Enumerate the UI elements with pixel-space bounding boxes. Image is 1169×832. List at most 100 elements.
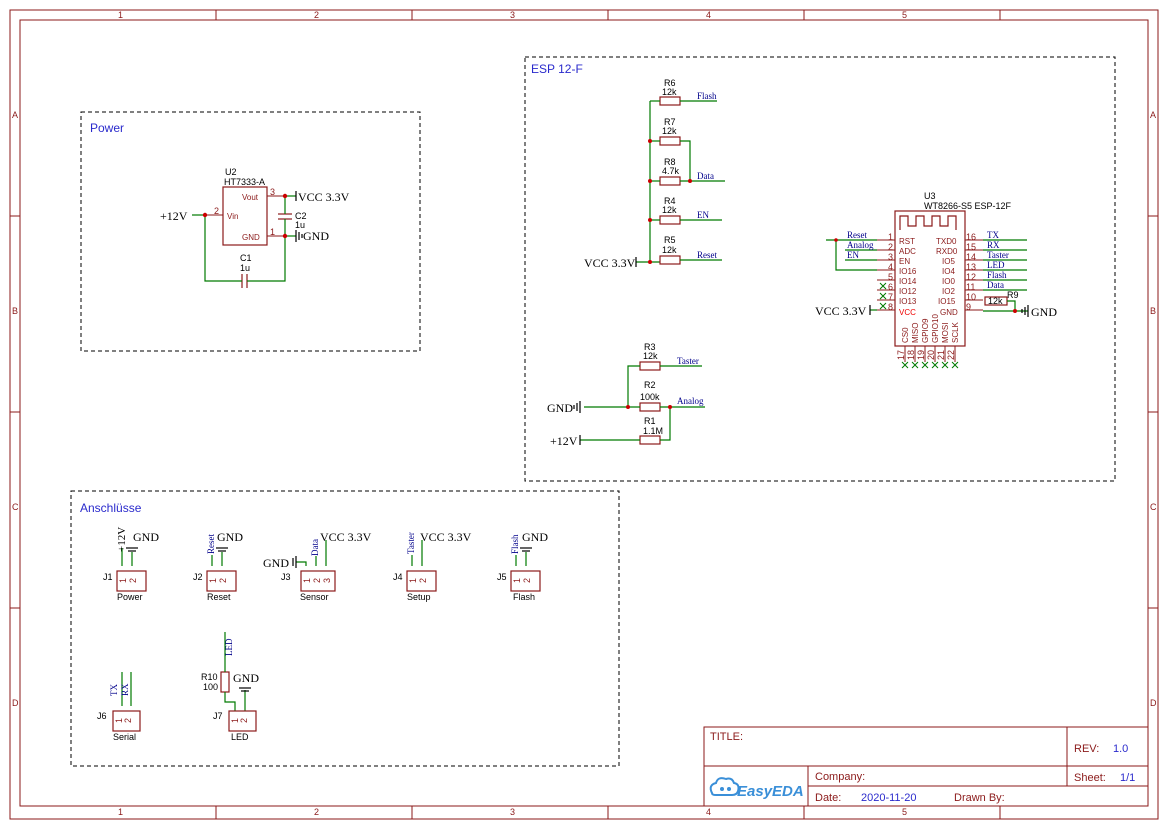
svg-text:15: 15 xyxy=(966,242,976,252)
regulator-u2[interactable]: U2 HT7333-A Vout Vin GND 3 2 1 xyxy=(205,167,285,246)
resistor-r5[interactable]: R5 12k xyxy=(659,235,681,265)
u3-right-pins: 16 15 14 13 12 11 10 9 TXD0 RXD0 IO5 IO4… xyxy=(936,232,983,317)
u2-pin-vout: Vout xyxy=(242,193,259,202)
svg-text:J5: J5 xyxy=(497,572,507,582)
svg-text:2: 2 xyxy=(239,718,249,723)
svg-text:R2: R2 xyxy=(644,380,656,390)
svg-text:CS0: CS0 xyxy=(901,327,910,343)
date-label: Date: xyxy=(815,792,841,804)
resistor-r8[interactable]: R8 4.7k xyxy=(659,157,681,186)
svg-text:2: 2 xyxy=(218,578,228,583)
svg-text:ADC: ADC xyxy=(899,247,916,256)
frame-row-label: B xyxy=(12,306,18,316)
svg-text:R10: R10 xyxy=(201,672,218,682)
svg-text:2: 2 xyxy=(888,242,893,252)
svg-text:12k: 12k xyxy=(662,87,677,97)
svg-text:J3: J3 xyxy=(281,572,291,582)
svg-text:12k: 12k xyxy=(643,351,658,361)
svg-text:Flash: Flash xyxy=(510,534,520,554)
svg-text:R8: R8 xyxy=(664,157,676,167)
frame-col-label: 3 xyxy=(510,807,515,817)
connector-j4[interactable]: Taster VCC 3.3V 1 2 J4 Setup xyxy=(393,530,472,602)
resistor-r6[interactable]: R6 12k xyxy=(659,78,681,106)
net-label: EN xyxy=(697,210,709,220)
svg-text:12k: 12k xyxy=(662,245,677,255)
svg-text:Flash: Flash xyxy=(513,592,535,602)
u2-pin-gnd: GND xyxy=(242,233,260,242)
connector-j7[interactable]: 1 2 J7 LED xyxy=(213,710,257,742)
frame-row-label: C xyxy=(1150,502,1157,512)
svg-text:12k: 12k xyxy=(662,205,677,215)
svg-text:9: 9 xyxy=(966,302,971,312)
svg-text:J1: J1 xyxy=(103,572,113,582)
frame-col-label: 3 xyxy=(510,10,515,20)
resistor-r7[interactable]: R7 12k xyxy=(659,117,681,146)
net-label: Reset xyxy=(697,250,717,260)
svg-text:IO15: IO15 xyxy=(938,297,956,306)
resistor-r9[interactable]: 12k R9 xyxy=(984,290,1019,306)
capacitor-c1[interactable]: C1 1u xyxy=(240,253,252,288)
gnd-symbol: GND xyxy=(1021,305,1057,319)
net-label: Data xyxy=(987,280,1004,290)
connectors-block-border xyxy=(70,490,620,767)
net-label: LED xyxy=(224,638,234,656)
svg-text:R9: R9 xyxy=(1007,290,1019,300)
svg-text:GND: GND xyxy=(217,530,243,544)
easyeda-logo: EasyEDA xyxy=(709,777,804,800)
capacitor-c2[interactable]: C2 1u xyxy=(278,211,307,230)
rev-label: REV: xyxy=(1074,743,1099,755)
svg-text:12k: 12k xyxy=(988,296,1003,306)
connector-j5[interactable]: Flash GND 1 2 J5 Flash xyxy=(497,530,548,602)
resistor-r3[interactable]: R3 12k xyxy=(639,342,661,371)
svg-text:Setup: Setup xyxy=(407,592,431,602)
svg-text:VCC 3.3V: VCC 3.3V xyxy=(298,190,350,204)
connector-j2[interactable]: Reset GND 1 2 J2 Reset xyxy=(193,530,243,602)
connector-j6[interactable]: TX RX 1 2 J6 Serial xyxy=(97,672,141,742)
resistor-r4[interactable]: R4 12k xyxy=(659,196,681,225)
svg-text:Reset: Reset xyxy=(206,534,216,554)
svg-text:GND: GND xyxy=(133,530,159,544)
svg-text:1: 1 xyxy=(408,578,418,583)
frame-col-label: 5 xyxy=(902,10,907,20)
gnd-symbol: GND xyxy=(547,401,581,415)
net-label: Analog xyxy=(847,240,874,250)
svg-text:1: 1 xyxy=(208,578,218,583)
svg-text:R1: R1 xyxy=(644,416,656,426)
svg-text:VCC 3.3V: VCC 3.3V xyxy=(420,530,472,544)
svg-text:J2: J2 xyxy=(193,572,203,582)
company-label: Company: xyxy=(815,771,865,783)
resistor-r2[interactable]: R2 100k xyxy=(639,380,661,412)
resistor-r1[interactable]: R1 1.1M xyxy=(639,416,663,445)
title-block: TITLE: REV: 1.0 Company: Sheet: 1/1 Date… xyxy=(703,726,1149,807)
svg-text:11: 11 xyxy=(966,282,975,292)
c1-ref: C1 xyxy=(240,253,252,263)
frame-row-label: C xyxy=(12,502,19,512)
u3-left-pins: 1 2 3 4 5 6 7 8 RST ADC EN IO16 IO14 IO1… xyxy=(877,232,917,317)
u2-pin-vin: Vin xyxy=(227,212,238,221)
svg-text:RST: RST xyxy=(899,237,915,246)
svg-text:GPIO10: GPIO10 xyxy=(931,314,940,343)
connector-j3[interactable]: GND Data VCC 3.3V 1 2 3 J3 Sensor xyxy=(263,530,372,602)
connector-j1[interactable]: +12V GND 1 2 J1 Power xyxy=(103,527,159,602)
resistor-r10[interactable]: R10 100 xyxy=(201,671,230,693)
frame-col-label: 2 xyxy=(314,10,319,20)
u2-pin-number: 2 xyxy=(214,206,219,216)
sheet-value: 1/1 xyxy=(1120,772,1135,784)
net-label-12v: +12V xyxy=(550,434,578,448)
svg-text:R6: R6 xyxy=(664,78,676,88)
frame-col-label: 5 xyxy=(902,807,907,817)
net-label-vcc: VCC 3.3V xyxy=(584,256,636,270)
u3-bottom-pins: CS0 MISO GPIO9 GPIO10 MOSI SCLK 17 18 19… xyxy=(896,314,960,362)
no-connect-markers xyxy=(879,282,959,369)
frame-row-label: A xyxy=(12,110,18,120)
svg-text:6: 6 xyxy=(888,282,893,292)
svg-text:2: 2 xyxy=(418,578,428,583)
svg-text:2: 2 xyxy=(522,578,532,583)
net-label: Flash xyxy=(987,270,1007,280)
svg-text:R5: R5 xyxy=(664,235,676,245)
svg-text:IO0: IO0 xyxy=(942,277,955,286)
svg-text:4: 4 xyxy=(888,262,893,272)
esp12f-module-u3[interactable]: U3 WT8266-S5 ESP-12F 1 2 3 4 5 6 7 8 RST… xyxy=(877,191,1012,369)
